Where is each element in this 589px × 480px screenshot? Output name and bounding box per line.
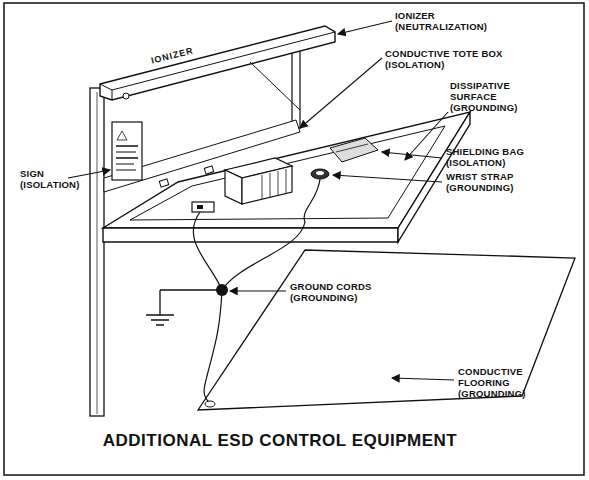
leader-lines — [68, 21, 454, 380]
ground-symbol — [146, 314, 174, 316]
callout-label: CONDUCTIVE TOTE BOX (ISOLATION) — [385, 48, 510, 70]
floor-mat — [198, 250, 575, 410]
callout-label: SIGN (ISOLATION) — [20, 168, 90, 190]
wrist-strap — [311, 169, 329, 179]
ionizer-bar — [100, 26, 335, 100]
callout-label: SHIELDING BAG (ISOLATION) — [446, 146, 541, 168]
callout-label: CONDUCTIVE FLOORING (GROUNDING) — [458, 366, 536, 399]
dissipative-mat — [130, 126, 445, 220]
ionizer-brace — [250, 62, 300, 110]
callout-label: WRIST STRAP (GROUNDING) — [446, 171, 536, 193]
floor-cord — [204, 290, 222, 403]
table-edge — [103, 228, 398, 242]
sign-plate — [112, 122, 142, 180]
ground-snap — [192, 202, 214, 212]
left-post — [90, 88, 104, 416]
shielding-bag — [330, 138, 378, 162]
mat-cord — [193, 212, 222, 290]
diagram-title: ADDITIONAL ESD CONTROL EQUIPMENT — [60, 431, 500, 451]
callout-label: DISSIPATIVE SURFACE (GROUNDING) — [450, 80, 530, 113]
callout-label: IONIZER (NEUTRALIZATION) — [395, 10, 505, 32]
callout-label: GROUND CORDS (GROUNDING) — [290, 281, 390, 303]
wrist-cord — [222, 179, 320, 290]
frame — [4, 3, 584, 475]
